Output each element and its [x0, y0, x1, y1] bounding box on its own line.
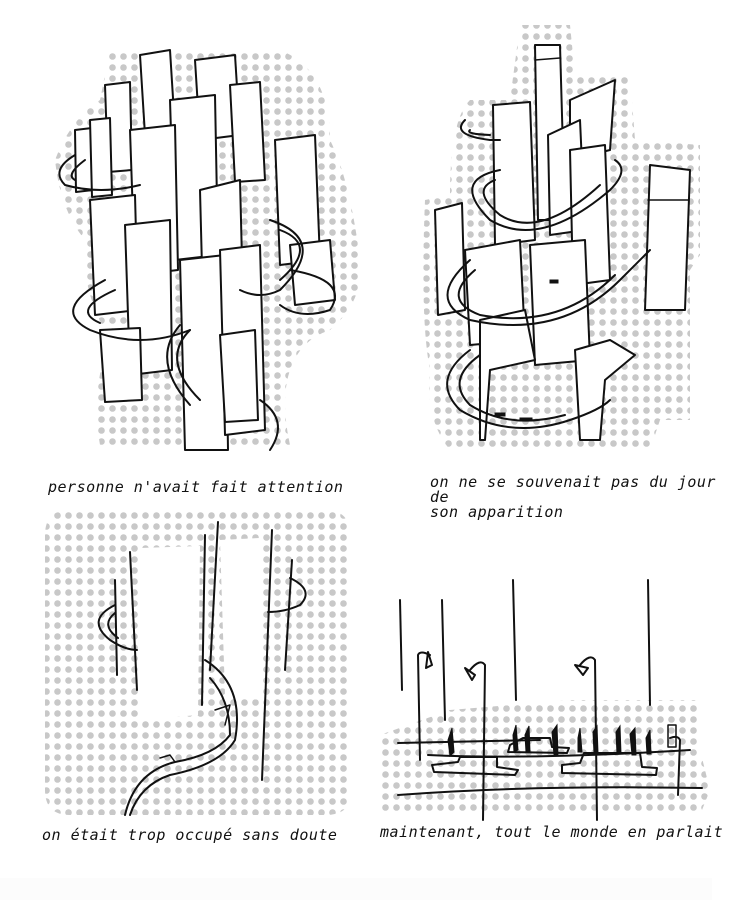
winding-highway [446, 119, 651, 429]
footer-band [0, 878, 712, 900]
halftone-background [380, 700, 710, 815]
panel-1: personne n'avait fait attention [30, 40, 370, 495]
panel-3-illustration [45, 510, 350, 816]
panel-4: maintenant, tout le monde en parlait [380, 560, 736, 840]
panel-4-illustration [380, 579, 710, 821]
panel-2-illustration [423, 25, 700, 450]
street-lamps [417, 651, 681, 821]
tall-poles [399, 579, 651, 721]
panel-4-caption: maintenant, tout le monde en parlait [380, 823, 724, 841]
blank-tower-gap [140, 546, 200, 720]
panel-1-caption: personne n'avait fait attention [48, 478, 344, 496]
curving-road [97, 577, 307, 816]
ring-roads [58, 154, 336, 451]
panel-3-caption: on était trop occupé sans doute [42, 826, 338, 844]
panel-2: on ne se souvenait pas du jour de son ap… [410, 20, 730, 520]
panel-1-illustration [55, 49, 361, 451]
panel-3: on était trop occupé sans doute [30, 510, 370, 843]
panel-2-caption: on ne se souvenait pas du jour de son ap… [430, 473, 716, 521]
traffic [397, 737, 703, 796]
towers [434, 44, 691, 441]
